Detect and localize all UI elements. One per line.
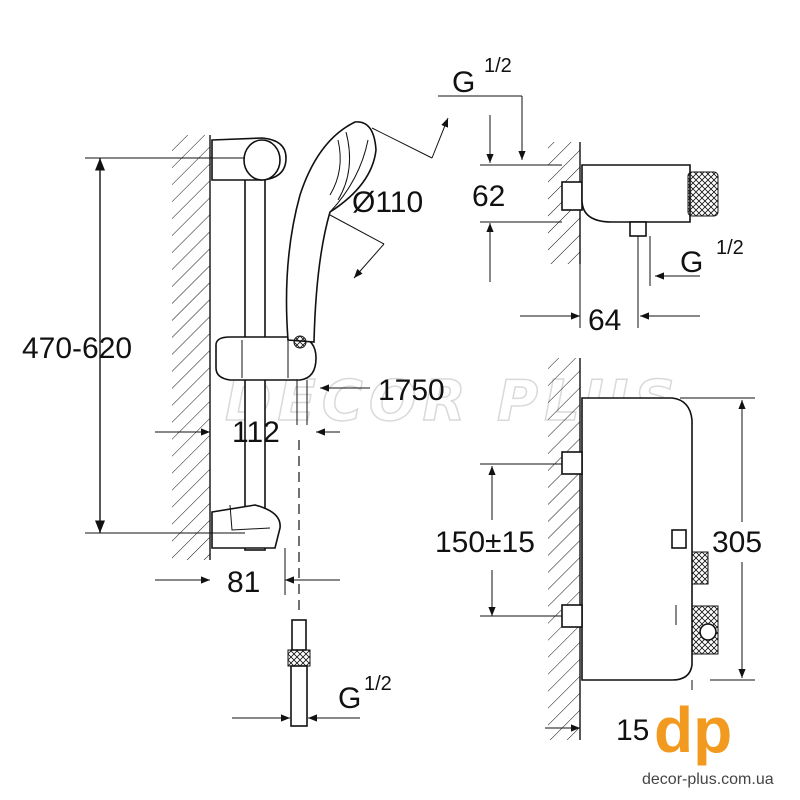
dim-thermo-height [680,397,755,681]
logo-mark: dp [654,694,732,766]
dim-thermo-depth-label: 64 [588,304,621,337]
thermostat-front [561,397,719,681]
thread-right-frac: 1/2 [716,237,744,259]
thread-top [438,95,526,160]
dim-depth-label: 81 [227,566,260,599]
dim-spray [329,117,449,279]
rail-slider [215,336,317,425]
dim-conn-spacing-label: 150±15 [435,526,535,559]
logo-url: decor-plus.com.ua [642,771,774,788]
dim-spacing-top-label: 62 [472,180,505,213]
dim-spacing-top [480,115,562,282]
wall-left [172,135,211,560]
dim-spray-label: Ø110 [352,186,423,219]
thread-bottom-g: G [338,682,361,715]
wall-bottom-right [548,358,581,740]
dim-height [85,157,245,534]
thread-right-g: G [680,246,703,279]
dim-conn-spacing [480,463,562,617]
thread-top-frac: 1/2 [484,55,512,77]
shower-rail [211,137,287,551]
shower-hose [287,440,311,727]
dim-depth [155,548,340,595]
thread-top-g: G [452,66,475,99]
hand-shower [285,121,377,349]
dim-offset-label: 112 [232,416,280,449]
dim-height-label: 470-620 [22,332,132,365]
dim-thermo-depth [520,264,700,328]
thermostat-side [561,164,719,286]
brand-logo: dp [650,690,750,766]
dim-thermo-height-label: 305 [712,526,762,559]
dim-hose-label: 1750 [378,374,445,407]
thread-bottom-frac: 1/2 [364,673,392,695]
